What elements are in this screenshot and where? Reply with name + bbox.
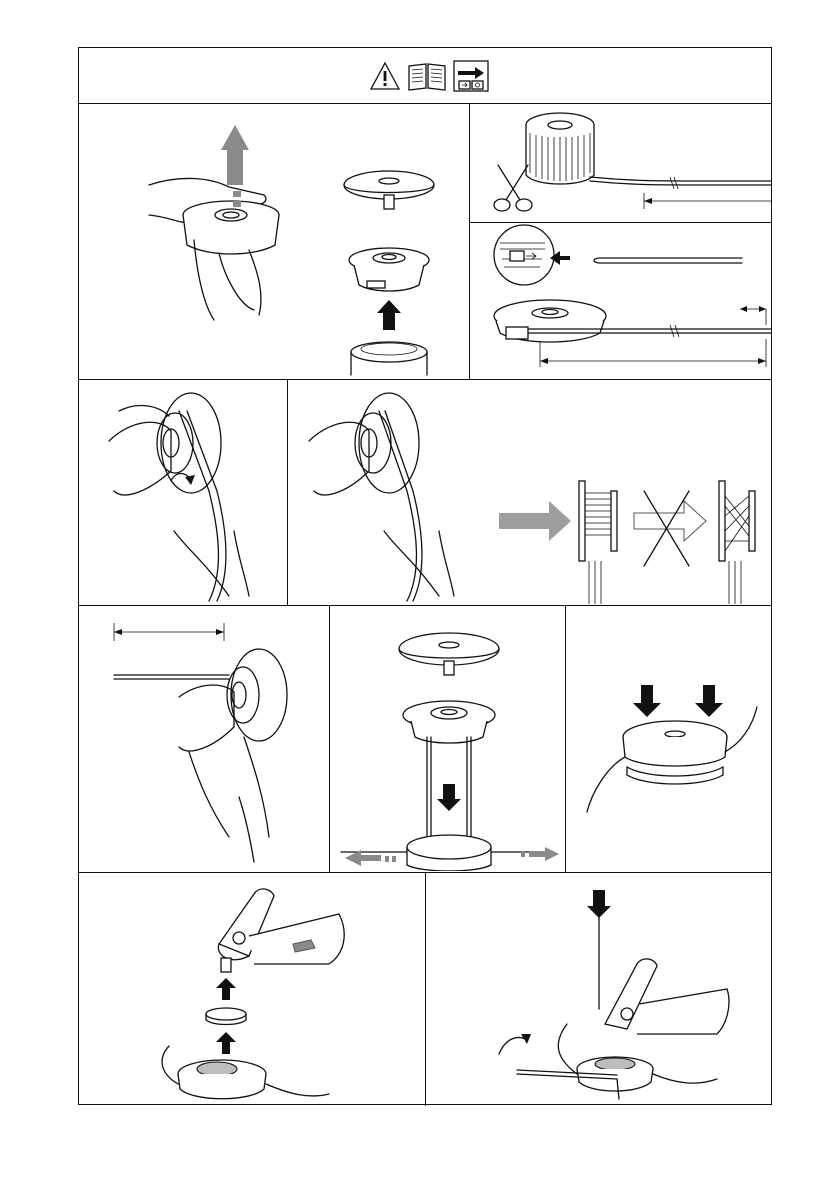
hand-holding-head	[149, 178, 279, 320]
incorrect-winding	[719, 481, 755, 604]
remove-power-icon	[453, 60, 489, 92]
up-arrow-icon	[377, 300, 401, 330]
col-divider-r3b	[565, 605, 566, 872]
step-reassemble-head	[331, 607, 564, 871]
trimmer-head-assembled	[162, 1046, 329, 1099]
manual-book-icon	[407, 60, 447, 92]
col-divider-r2	[287, 379, 288, 605]
folded-line	[594, 258, 742, 263]
gearbox-with-guard	[218, 889, 344, 972]
up-arrow-icon	[216, 978, 236, 1000]
spool-with-line	[494, 300, 606, 342]
safety-header	[79, 48, 771, 104]
col-divider-r4	[425, 872, 426, 1106]
press-arrow-right-icon	[695, 685, 723, 717]
press-arrow-left-icon	[633, 685, 661, 717]
gearbox-head-assembly	[558, 959, 729, 1091]
housing-part	[407, 835, 491, 871]
spool-cover-part	[344, 171, 434, 209]
step-remove-spool-cover	[79, 105, 468, 378]
safety-icon-row	[369, 60, 489, 92]
row-divider-2	[79, 605, 771, 606]
step-insert-line-start	[79, 381, 286, 604]
up-arrow-icon-2	[216, 1032, 236, 1054]
down-arrow-icon	[437, 784, 461, 811]
rotate-arrow-icon	[499, 1038, 527, 1054]
step-press-cover-down	[567, 607, 771, 871]
lift-up-arrow-icon	[221, 125, 249, 207]
spool-part	[403, 701, 495, 743]
step-insert-line-into-spool	[470, 223, 771, 378]
length-dimension	[644, 105, 771, 209]
step-tighten-with-rod	[427, 874, 771, 1105]
step-cut-trimmer-line	[470, 105, 771, 221]
warning-triangle-icon	[369, 60, 401, 92]
step-wind-line	[289, 381, 771, 604]
washer-part	[206, 1008, 246, 1025]
step-leave-line-length	[79, 607, 328, 871]
line-strand	[590, 177, 771, 181]
result-arrow-icon	[499, 501, 571, 541]
detail-magnifier	[494, 225, 554, 285]
cover-part	[399, 633, 499, 675]
step-mount-head-to-gearbox	[79, 874, 424, 1105]
hand-winding-spool	[309, 393, 454, 601]
line-pull-right-arrow-icon	[521, 847, 559, 861]
correct-winding	[579, 481, 617, 604]
head-housing-part	[351, 342, 427, 375]
col-divider-r3a	[329, 605, 330, 872]
row-divider-1	[79, 379, 771, 380]
instruction-page-frame	[78, 47, 772, 1105]
wrong-winding-arrow-icon	[634, 491, 706, 566]
spool-part	[349, 248, 429, 291]
length-dimension	[114, 623, 224, 641]
line-reel	[526, 113, 594, 184]
